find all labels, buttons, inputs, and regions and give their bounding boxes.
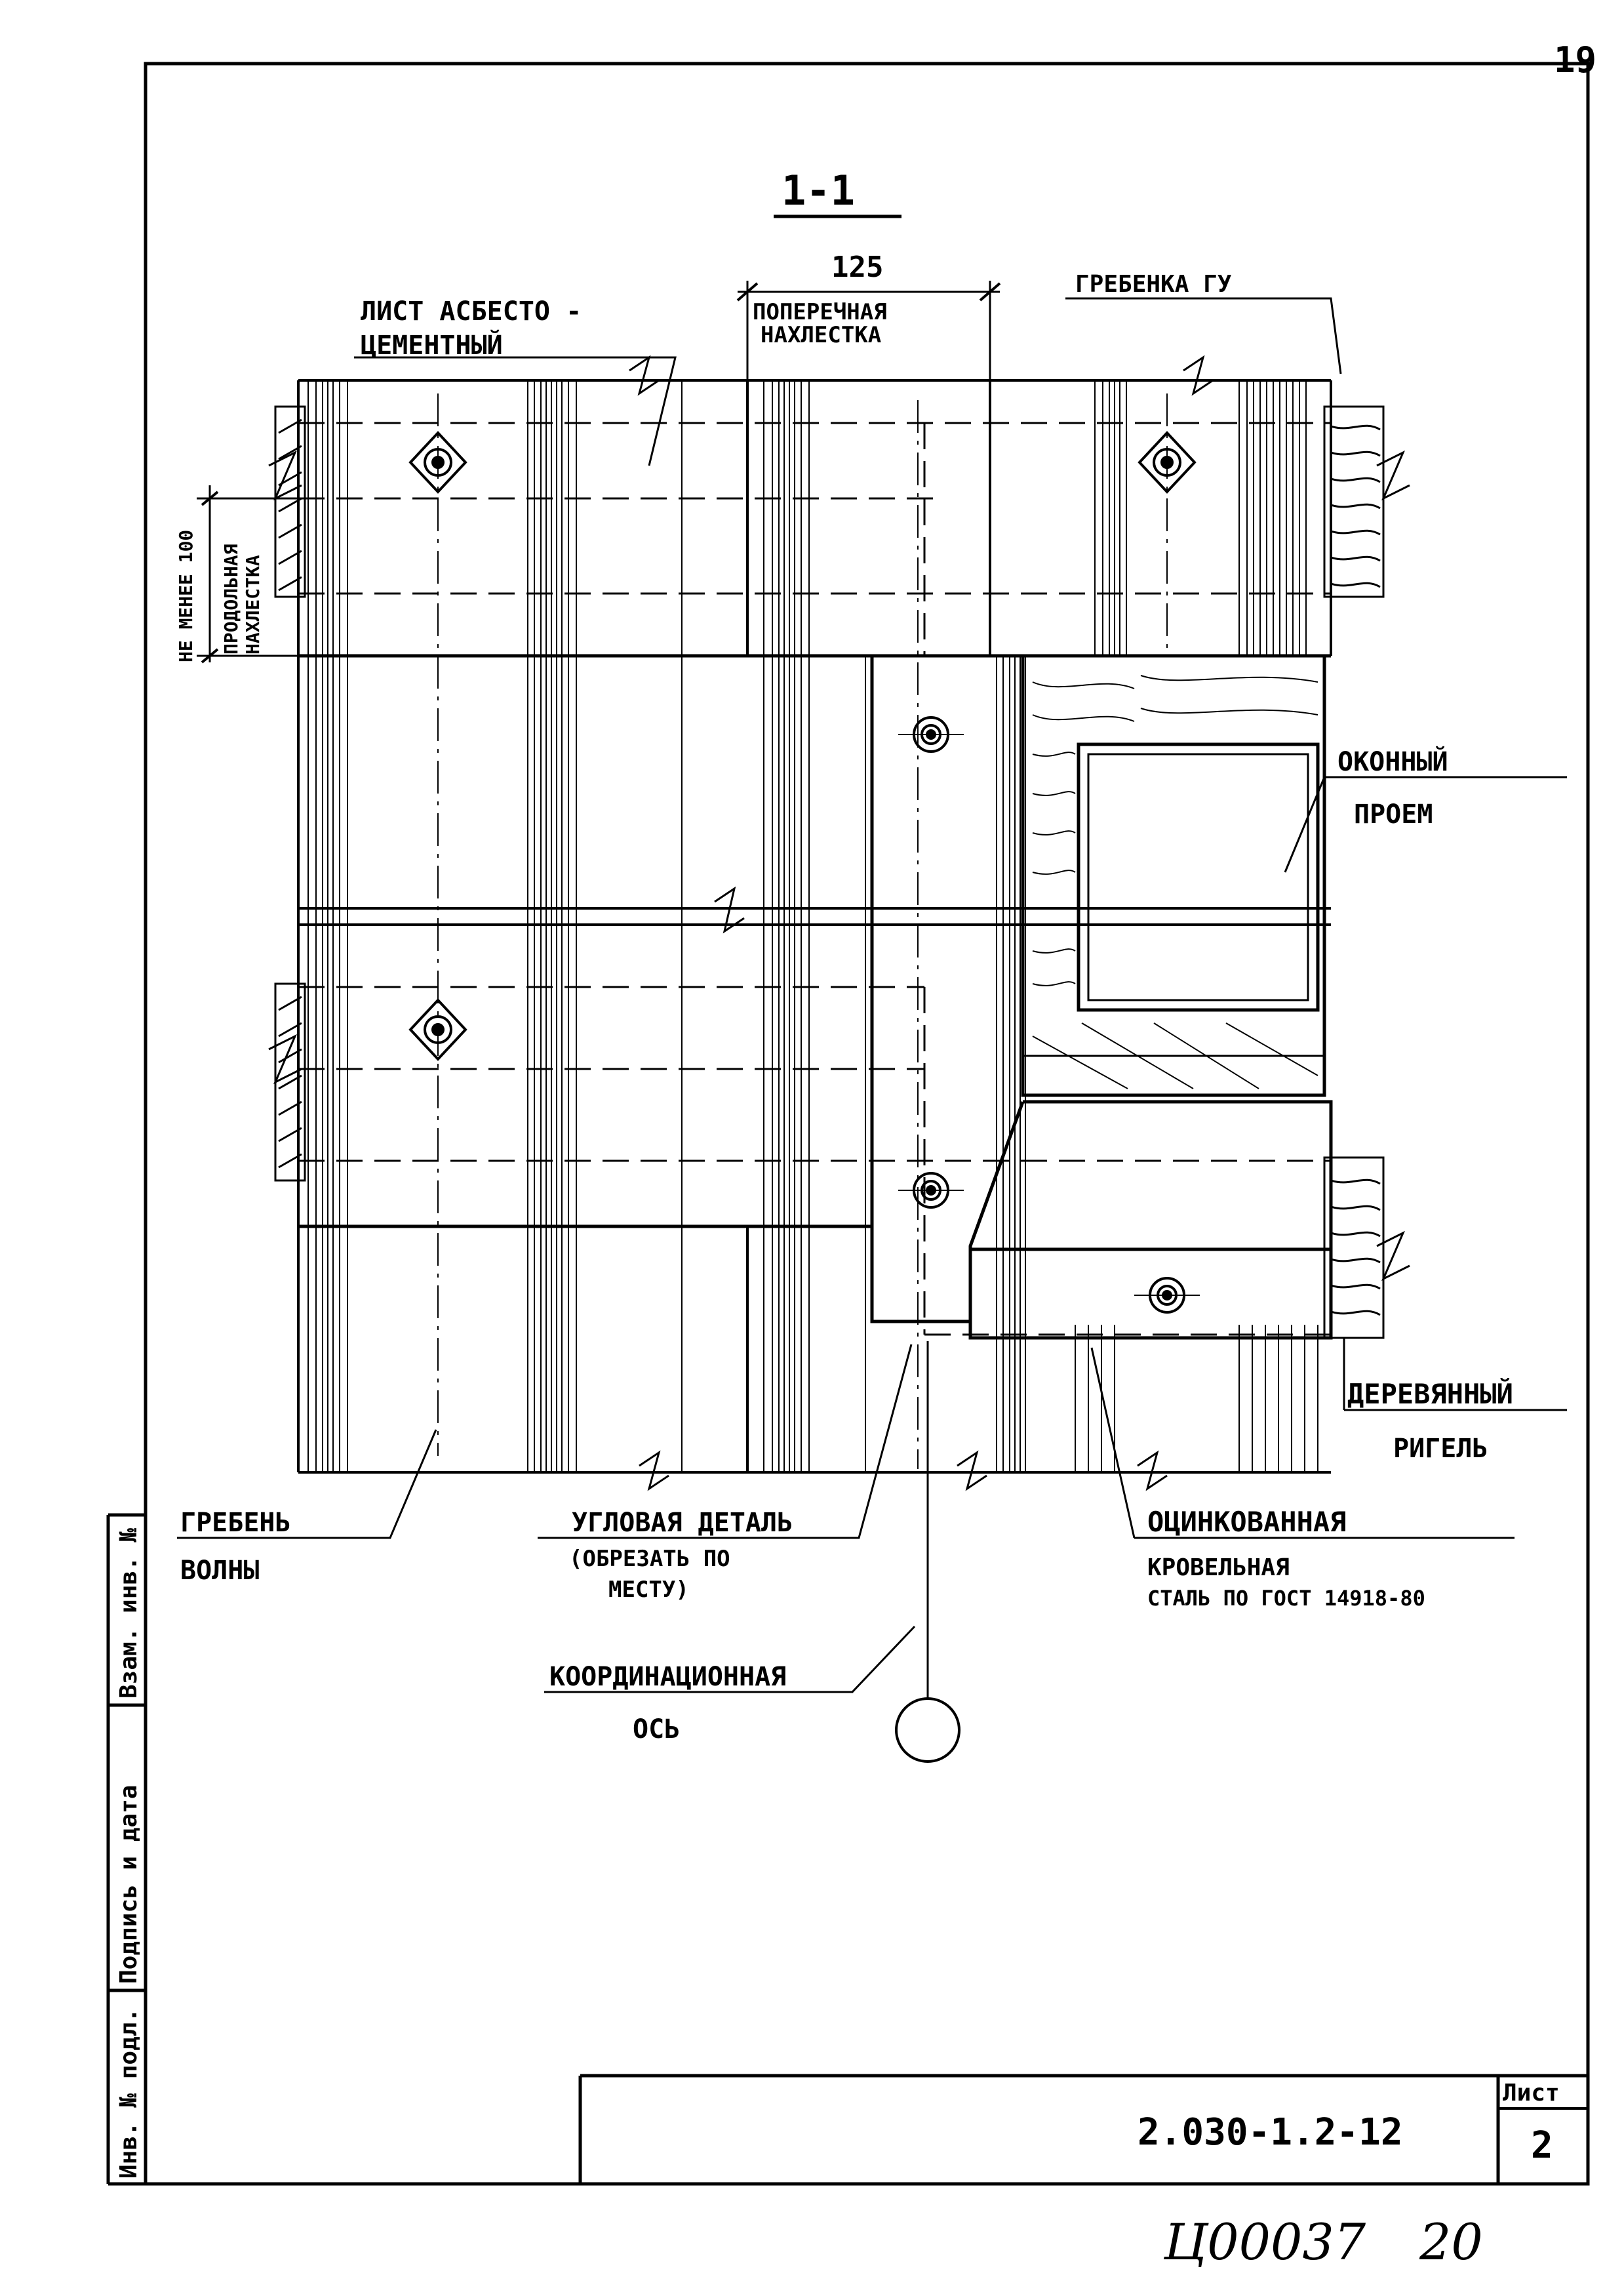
label-min100: НЕ МЕНЕЕ 100 xyxy=(175,530,197,662)
label-sheet-1: ЛИСТ АСБЕСТО - xyxy=(361,296,582,327)
archive-page: 20 xyxy=(1419,2213,1483,2271)
sheet-number: 2 xyxy=(1531,2124,1553,2167)
fastener-3 xyxy=(898,716,964,753)
label-steel-3: СТАЛЬ ПО ГОСТ 14918-80 xyxy=(1147,1586,1425,1611)
window-opening xyxy=(1021,654,1326,1097)
label-girder-1: ДЕРЕВЯННЫЙ xyxy=(1347,1377,1513,1410)
dimension-125-value: 125 xyxy=(831,251,883,284)
label-axis-1: КООРДИНАЦИОННАЯ xyxy=(549,1662,786,1692)
label-wave-1: ГРЕБЕНЬ xyxy=(180,1508,291,1538)
page-number: 19 xyxy=(1554,39,1596,81)
label-long-1: ПРОДОЛЬНАЯ xyxy=(220,544,242,655)
label-corner-1: УГЛОВАЯ ДЕТАЛЬ xyxy=(572,1508,793,1538)
sheet-label: Лист xyxy=(1503,2080,1560,2106)
label-window-1: ОКОННЫЙ xyxy=(1337,746,1448,777)
label-transverse-2: НАХЛЕСТКА xyxy=(761,322,881,348)
fastener-5 xyxy=(898,1172,964,1209)
label-long-2: НАХЛЕСТКА xyxy=(242,555,264,655)
fasteners xyxy=(408,431,1200,1314)
doc-code: 2.030-1.2-12 xyxy=(1138,2111,1403,2154)
fastener-4 xyxy=(408,998,467,1061)
title-block: 2.030-1.2-12 Лист 2 xyxy=(578,2074,1588,2184)
corrugated-sheets xyxy=(268,355,1410,1491)
label-transverse-1: ПОПЕРЕЧНАЯ xyxy=(753,299,887,325)
label-sheet-2: ЦЕМЕНТНЫЙ xyxy=(361,329,503,361)
label-axis-2: ОСЬ xyxy=(633,1714,680,1744)
label-wave-2: ВОЛНЫ xyxy=(180,1556,259,1586)
wood-hatch-left xyxy=(274,405,306,1182)
fastener-6 xyxy=(1134,1277,1200,1314)
leader-lines xyxy=(177,297,1567,1693)
coordination-axis xyxy=(895,1341,961,1763)
sheet-frame xyxy=(144,62,1590,2186)
labels: ЛИСТ АСБЕСТО - ЦЕМЕНТНЫЙ ПОПЕРЕЧНАЯ НАХЛ… xyxy=(175,271,1513,1744)
label-comb: ГРЕБЕНКА ГУ xyxy=(1075,271,1232,298)
section-title-group: 1-1 xyxy=(774,167,901,218)
stamp-inv-replace: Взам. инв. № xyxy=(115,1528,142,1699)
side-stamp: Взам. инв. № Подпись и дата Инв. № подл. xyxy=(106,1513,146,2186)
section-drawing: 125 ЛИСТ АСБЕСТО - ЦЕМЕНТНЫЙ ПОПЕРЕЧНАЯ … xyxy=(175,251,1567,1763)
section-title: 1-1 xyxy=(782,167,855,214)
label-window-2: ПРОЕМ xyxy=(1354,799,1433,830)
label-corner-3: МЕСТУ) xyxy=(608,1577,689,1603)
stamp-sign-date: Подпись и дата xyxy=(115,1785,142,1984)
stamp-inv-original: Инв. № подл. xyxy=(115,2008,142,2179)
label-steel-2: КРОВЕЛЬНАЯ xyxy=(1147,1554,1290,1581)
label-corner-2: (ОБРЕЗАТЬ ПО xyxy=(569,1546,730,1572)
dimension-125 xyxy=(736,281,1001,380)
fastener-2 xyxy=(1138,431,1197,494)
fastener-1 xyxy=(408,431,467,494)
dimension-min100 xyxy=(197,485,298,664)
wood-hatch-right xyxy=(1323,405,1385,1339)
label-steel-1: ОЦИНКОВАННАЯ xyxy=(1147,1506,1346,1538)
corner-detail xyxy=(870,656,1333,1340)
label-girder-2: РИГЕЛЬ xyxy=(1393,1434,1488,1464)
archive-number: Ц00037 xyxy=(1163,2213,1366,2271)
